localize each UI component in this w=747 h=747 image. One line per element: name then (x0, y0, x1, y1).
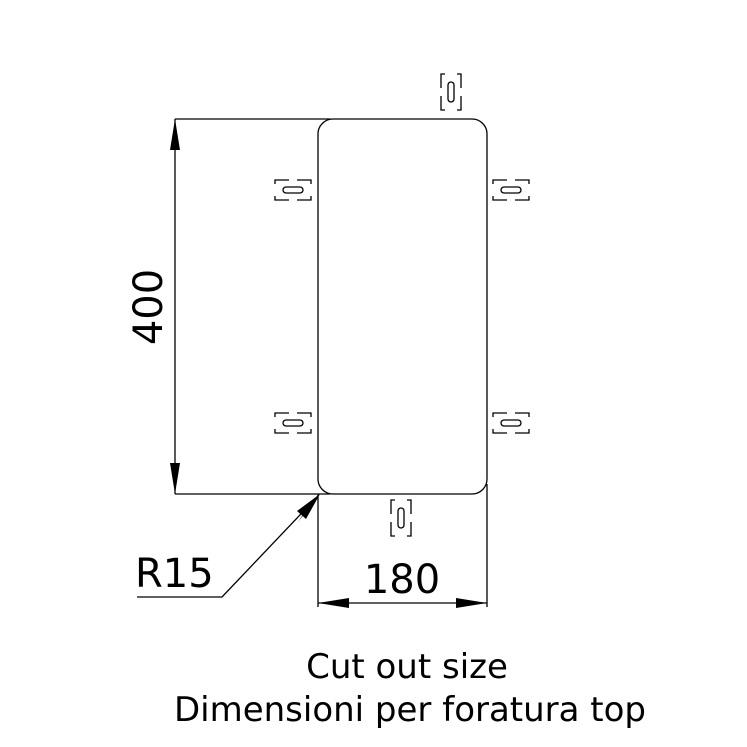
clip-symbol-top (440, 73, 462, 111)
clip-symbol-left-top (274, 179, 312, 201)
width-label: 180 (364, 557, 440, 603)
radius-label: R15 (135, 551, 214, 597)
clip-symbol-right-top (492, 179, 530, 201)
radius-leader (137, 494, 320, 598)
clip-symbol-bottom (390, 499, 412, 537)
width-dimension (317, 484, 488, 608)
caption-line-2: Dimensioni per foratura top (174, 690, 646, 730)
cutout-outline (317, 118, 488, 495)
height-label: 400 (126, 269, 172, 345)
clip-symbol-left-bottom (274, 412, 312, 434)
height-dimension (170, 118, 330, 495)
caption-line-1: Cut out size (306, 647, 508, 687)
clip-symbol-right-bottom (492, 412, 530, 434)
